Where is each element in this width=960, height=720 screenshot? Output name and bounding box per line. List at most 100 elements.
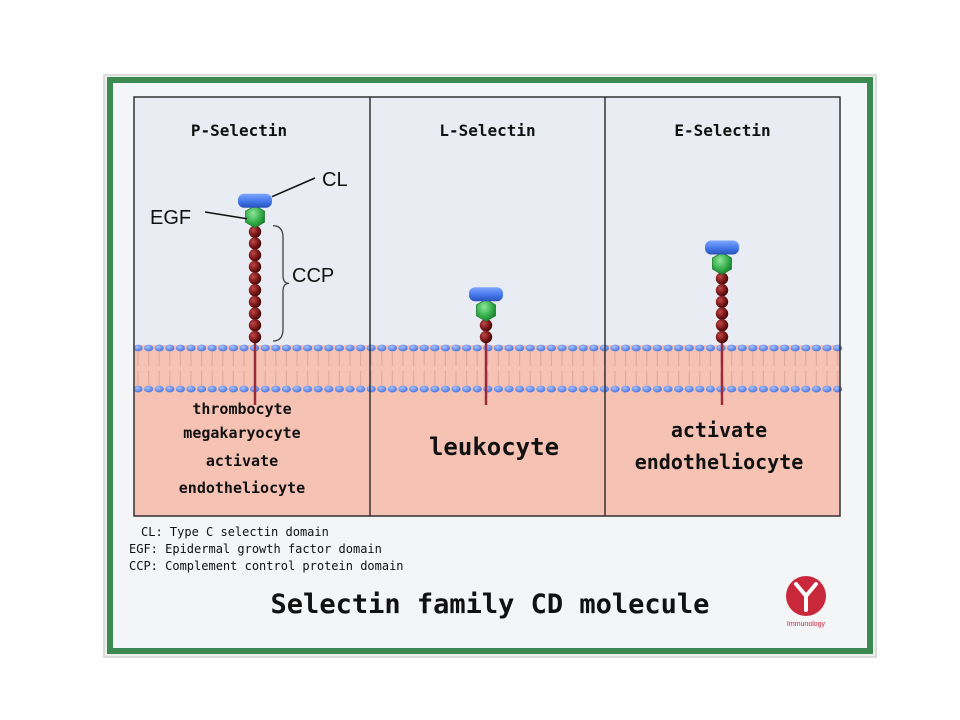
membrane-lipid-head	[218, 385, 228, 393]
membrane-lipid-head	[271, 385, 281, 393]
membrane-lipid-head	[303, 385, 313, 393]
e-selectin-egf-domain	[712, 252, 732, 275]
membrane-lipid-head	[239, 344, 249, 352]
membrane-lipid-head	[811, 344, 822, 352]
ccp-label: CCP	[292, 265, 334, 287]
membrane-lipid-head	[822, 344, 832, 352]
membrane-lipid-head	[631, 385, 641, 393]
l-selectin-cell-region	[370, 345, 605, 516]
membrane-lipid-head	[197, 344, 207, 352]
membrane-lipid-head	[833, 385, 843, 393]
logo-antibody-glyph	[794, 582, 818, 612]
p-selectin-title: P-Selectin	[191, 121, 287, 140]
membrane-lipid-head	[642, 344, 652, 352]
membrane-lipid-head	[811, 385, 822, 393]
membrane-lipid-head	[737, 385, 747, 393]
membrane-lipid-head	[144, 344, 154, 352]
p-selectin-ccp-domain	[248, 272, 262, 285]
membrane-lipid-head	[525, 385, 535, 393]
membrane-lipid-head	[472, 385, 482, 393]
membrane-lipid-head	[674, 385, 684, 393]
membrane-lipid-head	[780, 344, 790, 352]
membrane-lipid-head	[515, 344, 525, 352]
membrane-lipid-head	[642, 385, 652, 393]
membrane-lipid-head	[419, 385, 429, 393]
e-selectin-cl-domain	[705, 240, 739, 255]
membrane-lipid-head	[165, 385, 175, 393]
membrane-lipid-head	[790, 344, 800, 352]
membrane-lipid-head	[345, 385, 355, 393]
membrane-lipid-head	[303, 344, 313, 352]
membrane-lipid-head	[493, 344, 503, 352]
membrane-lipid-head	[546, 385, 557, 393]
egf-label: EGF	[150, 207, 191, 229]
l-selectin-egf-domain	[476, 298, 496, 322]
p-selectin-ccp-domain	[248, 248, 262, 262]
p-selectin-ccp-domain	[248, 330, 262, 344]
p-selectin-ccp-domain	[248, 225, 262, 238]
membrane-lipid-head	[292, 385, 302, 393]
membrane-lipid-head	[366, 385, 376, 393]
membrane-lipid-head	[281, 385, 291, 393]
membrane-lipid-head	[621, 344, 631, 352]
membrane-lipid-head	[356, 385, 366, 393]
legend-line-ccp: CCP: Complement control protein domain	[129, 559, 404, 573]
membrane-lipid-head	[822, 385, 832, 393]
membrane-lipid-head	[674, 344, 684, 352]
p-selectin-cell-type: megakaryocyte	[183, 424, 300, 442]
membrane-lipid-head	[398, 385, 408, 393]
membrane-lipid-head	[345, 344, 355, 352]
e-selectin-cell-type: endotheliocyte	[635, 450, 804, 474]
membrane-lipid-head	[451, 344, 461, 352]
membrane-lipid-head	[758, 344, 769, 352]
membrane-lipid-head	[663, 385, 673, 393]
membrane-lipid-head	[536, 344, 546, 352]
membrane-lipid-head	[578, 344, 588, 352]
membrane-lipid-head	[737, 344, 747, 352]
membrane-lipid-head	[133, 385, 143, 393]
membrane-lipid-head	[790, 385, 800, 393]
membrane-lipid-head	[260, 344, 270, 352]
membrane-lipid-head	[483, 344, 493, 352]
p-selectin-ccp-domain	[248, 260, 262, 273]
membrane-lipid-head	[144, 385, 154, 393]
membrane-lipid-head	[186, 385, 196, 393]
e-selectin-ccp-domain	[715, 295, 729, 309]
p-selectin-cell-type: activate	[206, 452, 278, 470]
membrane-lipid-head	[207, 385, 217, 393]
p-selectin-ccp-domain	[248, 319, 262, 332]
membrane-lipid-head	[780, 385, 790, 393]
membrane-lipid-head	[281, 344, 291, 352]
membrane-lipid-head	[186, 344, 196, 352]
membrane-lipid-head	[684, 385, 694, 393]
membrane-lipid-head	[366, 344, 376, 352]
membrane-lipid-head	[472, 344, 482, 352]
membrane-lipid-head	[546, 344, 557, 352]
membrane-lipid-head	[568, 385, 578, 393]
membrane-lipid-head	[610, 385, 620, 393]
l-selectin-ccp-domain	[479, 319, 493, 332]
membrane-lipid-head	[536, 385, 546, 393]
p-selectin-ccp-domain	[248, 284, 262, 297]
membrane-lipid-head	[324, 385, 334, 393]
membrane-lipid-head	[631, 344, 641, 352]
membrane-lipid-head	[610, 344, 620, 352]
p-selectin-ccp-domain	[248, 237, 262, 250]
membrane-lipid-head	[568, 344, 578, 352]
membrane-lipid-head	[748, 385, 758, 393]
p-selectin-ccp-domain	[248, 307, 262, 320]
membrane-lipid-head	[493, 385, 503, 393]
membrane-lipid-head	[589, 385, 599, 393]
membrane-lipid-head	[769, 385, 779, 393]
membrane-lipid-head	[409, 344, 419, 352]
membrane-lipid-head	[557, 344, 567, 352]
membrane-lipid-head	[377, 344, 387, 352]
membrane-lipid-head	[409, 385, 419, 393]
l-selectin-cell-type: leukocyte	[429, 433, 559, 461]
membrane-lipid-head	[239, 385, 249, 393]
l-selectin-title: L-Selectin	[439, 121, 535, 140]
membrane-lipid-head	[833, 344, 843, 352]
membrane-lipid-head	[356, 344, 366, 352]
membrane-lipid-head	[663, 344, 673, 352]
